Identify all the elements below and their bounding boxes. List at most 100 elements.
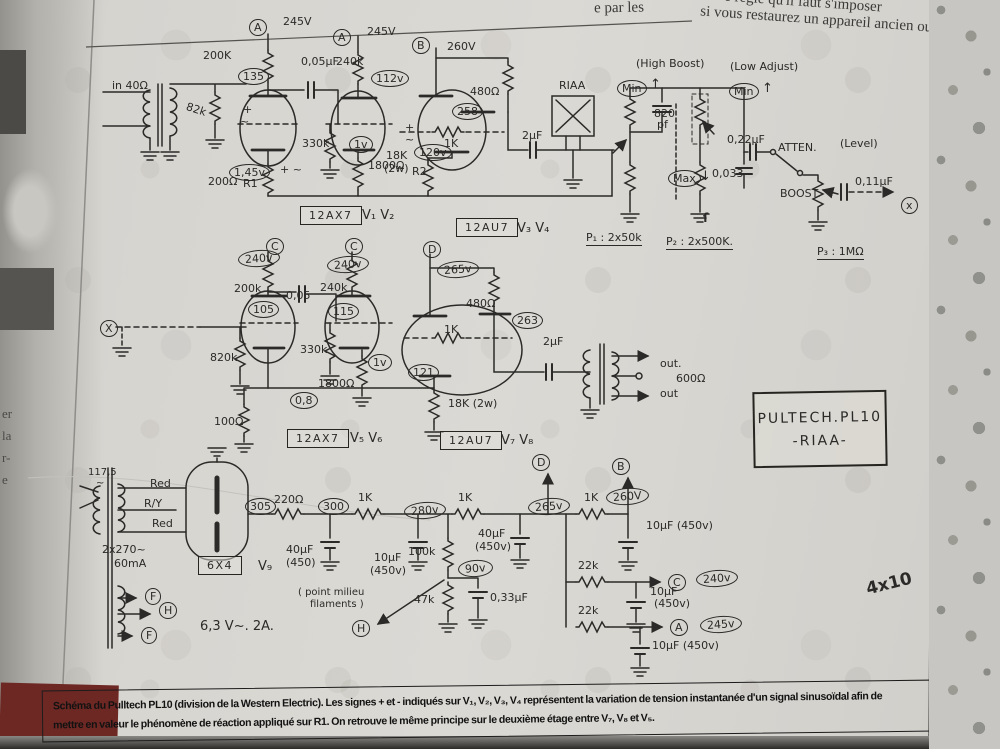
schematic-label-volt-105: 105: [248, 301, 279, 318]
stage1-v3-v4: [399, 47, 615, 197]
schematic-label-min-1: Min: [617, 80, 647, 97]
schematic-label-tube-box-5: 6X4: [198, 556, 243, 575]
schematic-label-cap-10uf-3-u: (450v): [654, 597, 691, 610]
pultech-title-line2: -RIAA-: [792, 432, 848, 449]
schematic-label-max-1-arrow: ↓: [700, 169, 711, 184]
schematic-label-wire-red-2: Red: [152, 517, 173, 530]
psu-rectifier: [185, 447, 249, 561]
schematic-label-cap-011: 0,11µF: [855, 175, 893, 188]
schematic-label-r-1k-fb2: 1K: [444, 323, 459, 336]
schematic-label-pot-p3: P₃ : 1MΩ: [817, 245, 864, 260]
schematic-label-node-f1: F: [145, 588, 162, 605]
schematic-label-min-2-arrow: ↑: [762, 81, 773, 96]
schematic-label-r-100k: 100k: [408, 545, 436, 558]
schematic-label-volt-08: 0,8: [290, 392, 318, 409]
schematic-label-volt-245-2: 245V: [367, 25, 396, 38]
schematic-label-r-330k-1: 330k: [302, 137, 330, 150]
schematic-label-r-820k: 820k: [210, 351, 238, 364]
schematic-label-node-h1: H: [159, 602, 178, 619]
stage1-input-transformer: [102, 83, 247, 161]
eq-boost-network: [611, 87, 895, 231]
schematic-label-node-b1: B: [412, 37, 430, 54]
stage1-v1-v2: [237, 33, 613, 197]
schematic-label-volt-145: 1,45v: [229, 164, 271, 181]
schematic-label-cap-2uf-2: 2µF: [543, 335, 564, 348]
schematic-label-node-a3: A: [670, 619, 688, 636]
schematic-label-cap-820pf: 820: [654, 107, 675, 120]
schematic-label-low-adjust: (Low Adjust): [730, 60, 799, 73]
schematic-label-pot-p2: P₂ : 2x500K.: [666, 235, 733, 250]
schematic-label-riaa-label: RIAA: [559, 79, 586, 92]
schematic-label-volt-121: 121: [408, 364, 439, 381]
schematic-label-cap-10uf-4: 10µF (450v): [652, 639, 719, 652]
schematic-label-r2: R2: [412, 165, 427, 178]
schematic-label-sine-1: ~: [240, 115, 250, 128]
schematic-label-r-22k-2: 22k: [578, 604, 599, 617]
schematic-label-cap-820pf-u: pf: [657, 118, 668, 131]
schematic-label-node-x2: X: [100, 320, 118, 337]
schematic-label-tube-box-4-v: V₇ V₈: [501, 433, 534, 448]
schematic-label-min-1-arrow: ↑: [650, 77, 661, 92]
schematic-label-cap-005-1: 0,05µF: [301, 55, 339, 68]
schematic-label-node-c1: C: [266, 238, 284, 255]
schematic-label-r-200k-1: 200K: [203, 49, 232, 62]
schematic-label-tube-box-3: 12AX7: [287, 429, 349, 448]
schematic-label-tube-box-2: 12AU7: [456, 218, 519, 237]
schematic-label-volt-1v-1: 1v: [349, 136, 373, 153]
schematic-label-ht-winding: 2x270~: [102, 543, 146, 556]
adjacent-page-photo-1: [0, 50, 26, 134]
riaa-network: [551, 95, 595, 189]
schematic-label-wire-red-1: Red: [150, 477, 171, 490]
caption-box: Schéma du Pulltech PL10 (division de la …: [41, 679, 935, 743]
schematic-label-tube-box-5-v: V₉: [258, 559, 273, 574]
schematic-label-node-f2: F: [141, 627, 158, 644]
schematic-label-r-200k-2: 200k: [234, 282, 262, 295]
schematic-label-r-480-2: 480Ω: [466, 297, 496, 310]
schematic-label-cap-0033: 0,033: [712, 167, 744, 180]
psu-output-branches: [565, 513, 664, 677]
stage2-input: [112, 326, 250, 395]
pultech-title-box: PULTECH.PL10 -RIAA-: [752, 389, 888, 469]
margin-fragment-0: er: [2, 406, 13, 421]
schematic-label-r-480-1: 480Ω: [470, 85, 500, 98]
schematic-label-cap-022: 0,22µF: [727, 133, 765, 146]
schematic-label-r-200: 200Ω: [208, 175, 238, 188]
schematic-label-out-imp: 600Ω: [676, 372, 706, 385]
schematic-label-r-1k-ps2: 1K: [458, 491, 473, 504]
schematic-label-filament-rating: 6,3 V~. 2A.: [200, 619, 274, 634]
schematic-label-point-milieu-1: ( point milieu: [298, 587, 365, 598]
adjacent-page-highlight: [2, 168, 58, 254]
schematic-label-input-imp: in 40Ω: [112, 79, 148, 92]
schematic-label-mains-sine: ~: [96, 478, 105, 489]
schematic-label-cap-2uf-1: 2µF: [522, 129, 543, 142]
schematic-label-plus-cath: + ~: [280, 163, 302, 176]
schematic-label-cap-033: 0,33µF: [490, 591, 528, 604]
schematic-label-volt-305: 305: [245, 498, 276, 515]
schematic-label-purple-mark: ſ: [703, 211, 709, 225]
psu-transformer: [79, 467, 187, 649]
schematic-label-atten: ATTEN.: [778, 141, 817, 154]
schematic-label-r-240k-2: 240k: [320, 281, 348, 294]
schematic-label-level: (Level): [840, 137, 878, 150]
schematic-label-ht-current: 60mA: [114, 557, 147, 570]
adjacent-page-photo-2: [0, 268, 54, 330]
schematic-label-tube-box-2-v: V₃ V₄: [517, 221, 550, 236]
schematic-label-node-a1: A: [249, 19, 267, 36]
schematic-label-volt-245-1: 245V: [283, 15, 312, 28]
schematic-label-out-top: out.: [660, 357, 682, 370]
schematic-label-point-milieu-2: filaments ): [310, 599, 364, 610]
schematic-label-cap-40uf-1: 40µF: [286, 543, 314, 556]
schematic-label-cap-10uf-2: 10µF (450v): [646, 519, 713, 532]
schematic-label-r-18k-1: 18K: [386, 149, 408, 162]
table-edge-shadow: [0, 736, 1000, 749]
schematic-label-sine-plus-2: +: [405, 121, 415, 134]
schematic-label-sine-2: ~: [405, 133, 415, 146]
schematic-label-max-1: Max: [668, 170, 701, 187]
schematic-label-r-18k-2: 18K (2w): [448, 397, 498, 410]
torn-page-edge: [929, 0, 1000, 749]
schematic-label-tube-box-1-v: V₁ V₂: [362, 208, 395, 223]
pultech-title-line1: PULTECH.PL10: [757, 408, 883, 427]
schematic-label-r-1k-ps1: 1K: [358, 491, 373, 504]
schematic-label-volt-260-1: 260V: [447, 40, 476, 53]
schematic-label-node-d1: D: [423, 241, 442, 258]
